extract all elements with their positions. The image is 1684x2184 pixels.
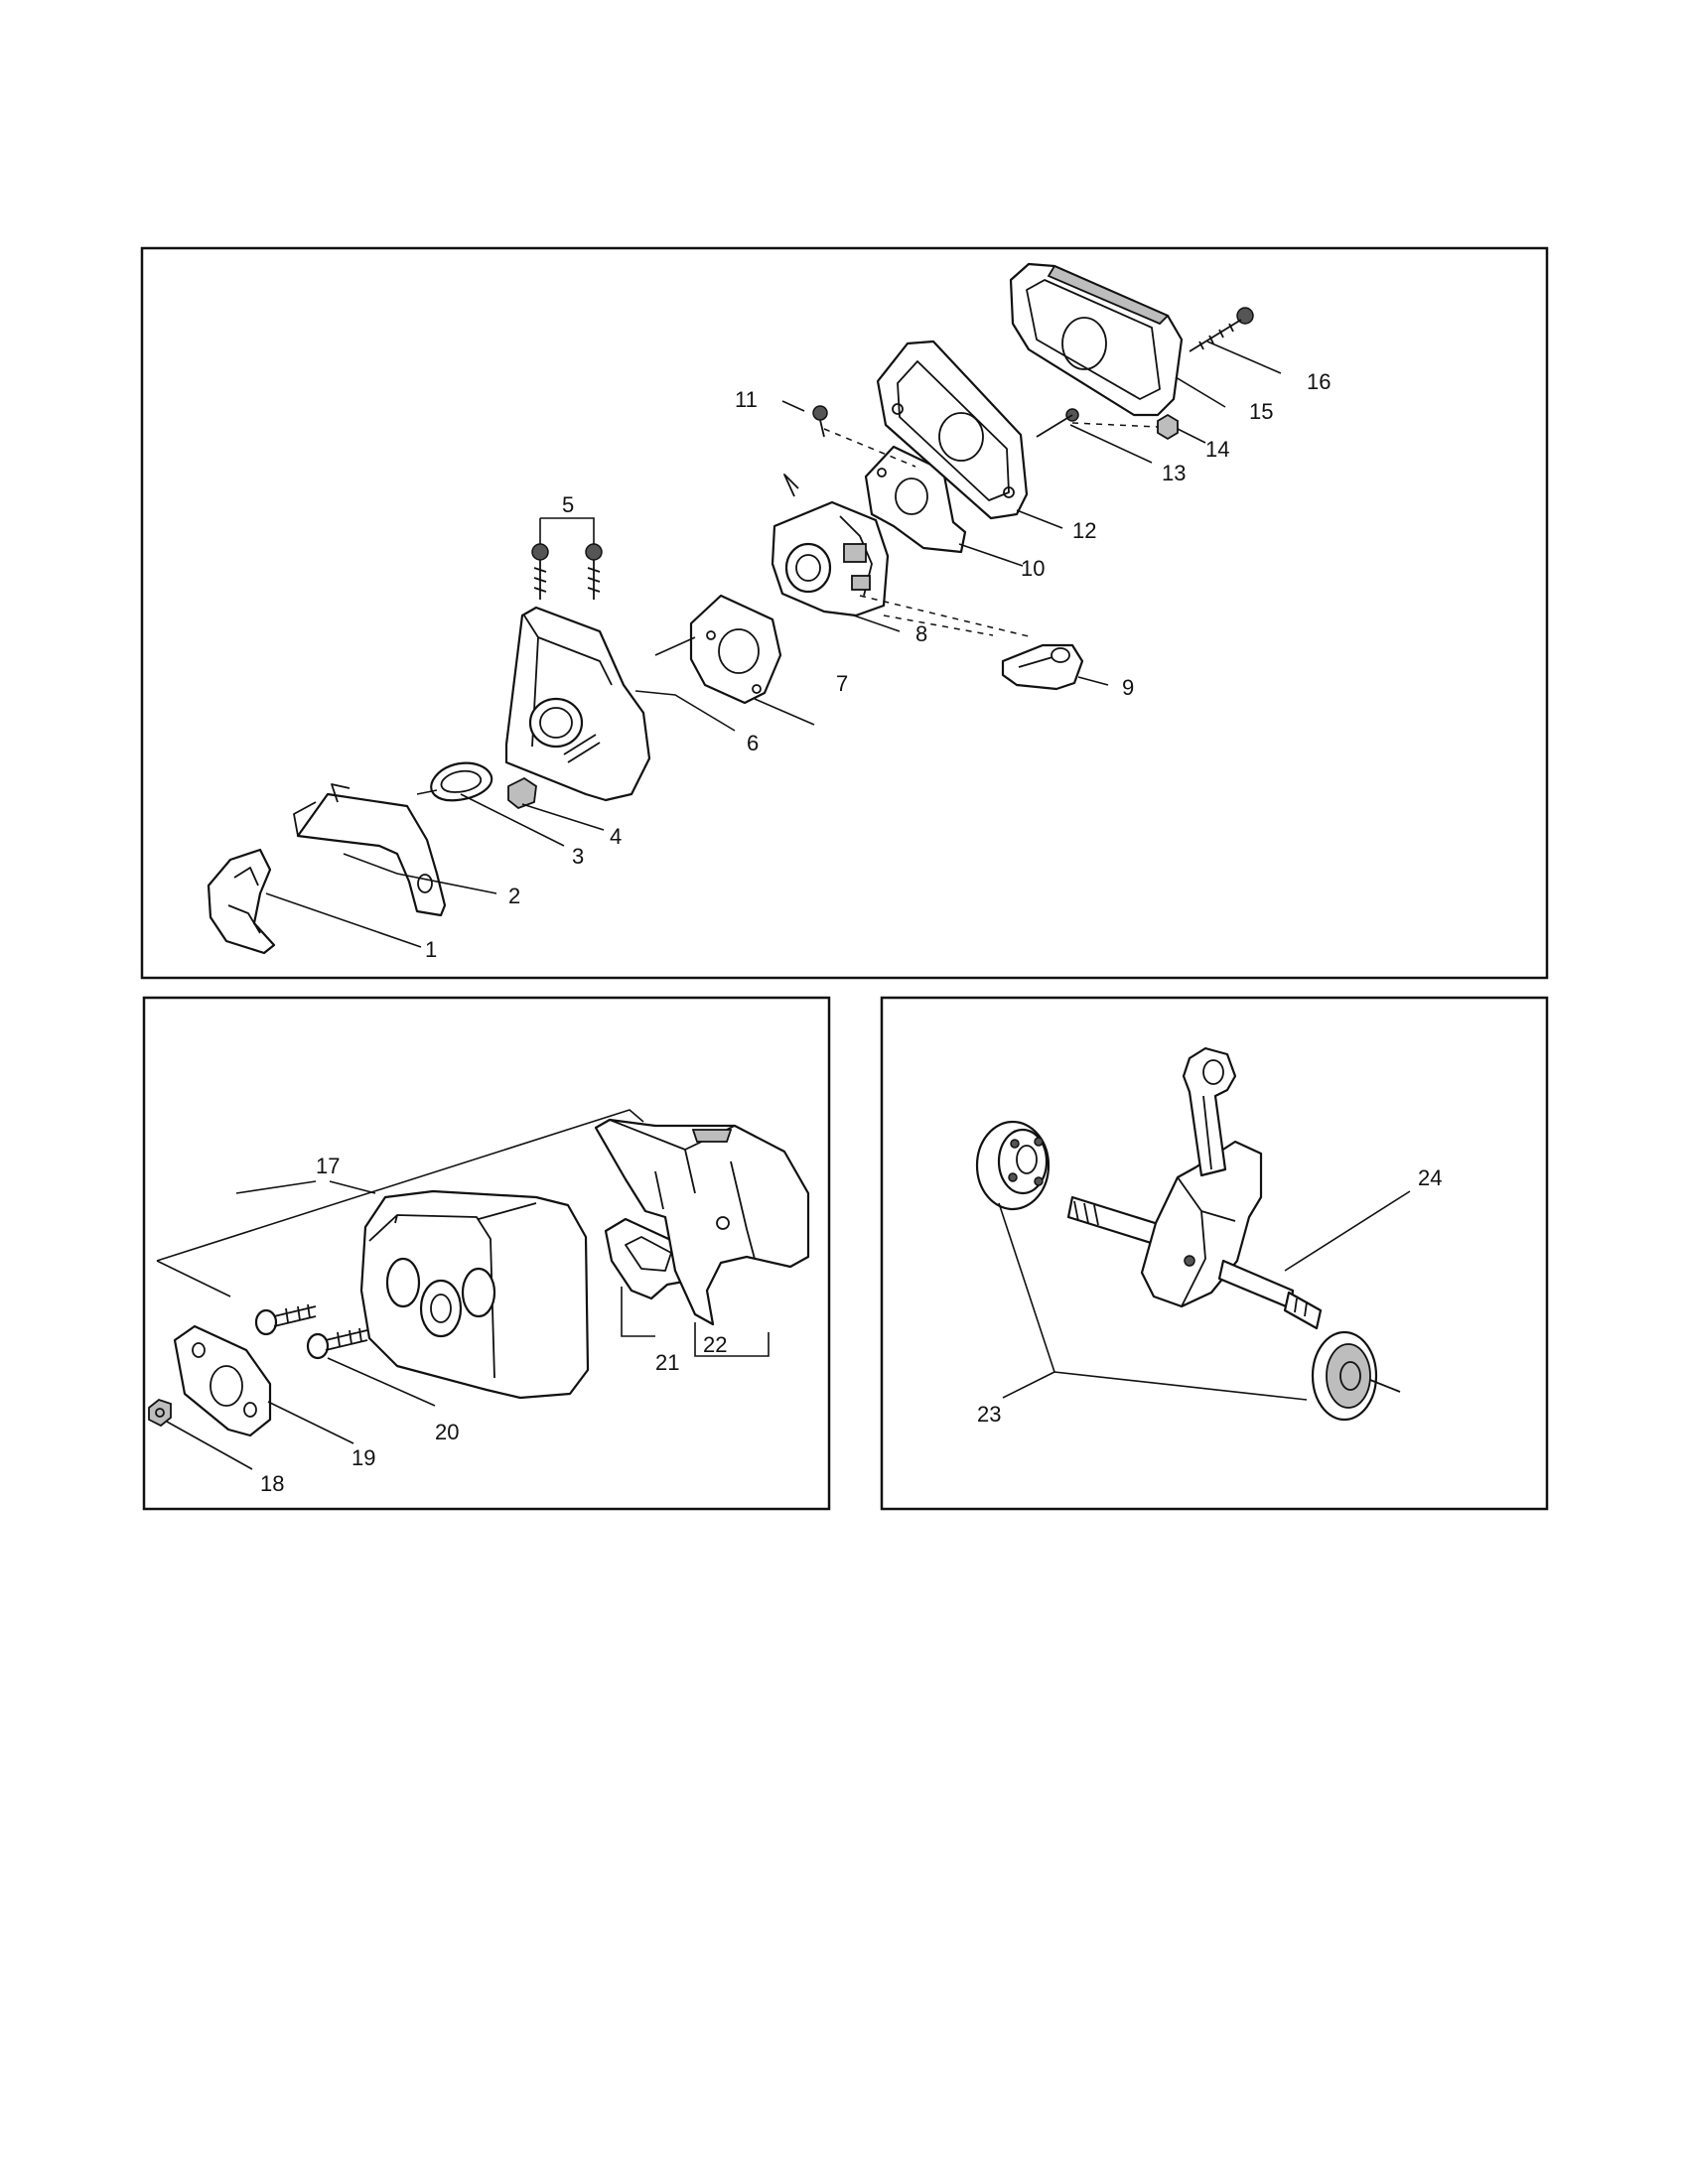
callout-9: 9 [1122,675,1134,700]
crankshaft [1066,1140,1323,1330]
part-12-air-filter-base [876,340,1029,520]
carburetor-assembly-panel: 1 2 3 4 5 6 7 8 9 10 11 12 13 14 15 16 [140,246,1549,980]
callout-3: 3 [572,844,584,869]
part-2-bracket [293,783,447,917]
callout-2: 2 [508,884,520,908]
callout-17: 17 [316,1154,340,1178]
part-22-muffler-shield [594,1118,810,1326]
callout-24: 24 [1418,1165,1442,1190]
callout-4: 4 [610,824,622,849]
part-11-screw [812,405,828,438]
callout-18: 18 [260,1471,284,1496]
callout-16: 16 [1307,369,1331,394]
callout-23: 23 [977,1402,1001,1427]
part-7-gasket [689,594,782,705]
panel-border-bottom-left [142,996,831,1511]
part-5-screws [531,543,603,600]
callout-12: 12 [1072,518,1096,543]
part-16-long-screw [1189,307,1254,352]
part-14-nut [1157,413,1179,441]
part-13-screw [1036,408,1079,438]
muffler-body [359,1189,590,1400]
crankshaft-assembly-panel: 23 24 [880,996,1549,1511]
callout-15: 15 [1249,399,1273,424]
callout-10: 10 [1021,556,1045,581]
callout-13: 13 [1162,461,1186,485]
part-15-air-filter-cover [1009,262,1184,417]
callout-8: 8 [915,621,927,646]
part-4-nut [507,776,537,810]
callout-19: 19 [351,1445,375,1470]
callout-1: 1 [425,937,437,962]
part-8-carburetor [771,474,890,617]
part-9-choke-lever [1001,643,1084,691]
callout-21: 21 [655,1350,679,1375]
part-23-bearing-left [975,1120,1051,1211]
part-20-bolts [254,1303,368,1360]
callout-11: 11 [735,387,758,412]
part-1-deflector [207,848,276,955]
callout-22: 22 [703,1332,727,1357]
panel-border-bottom-right [880,996,1549,1511]
part-23-bearing-right [1311,1330,1401,1422]
callout-7: 7 [836,671,848,696]
callout-20: 20 [435,1420,459,1444]
part-19-muffler-plate [173,1324,272,1437]
callout-5: 5 [562,492,574,517]
callout-14: 14 [1205,437,1229,462]
muffler-assembly-panel: 17 18 19 20 21 22 [142,996,831,1511]
panel-border-top [140,246,1549,980]
part-3-gasket [430,761,493,802]
part-18-nut [148,1398,172,1428]
callout-6: 6 [747,731,759,755]
connecting-rod [1182,1046,1237,1177]
part-6-carburetor-housing [504,606,651,802]
part-21-gasket [604,1217,697,1300]
